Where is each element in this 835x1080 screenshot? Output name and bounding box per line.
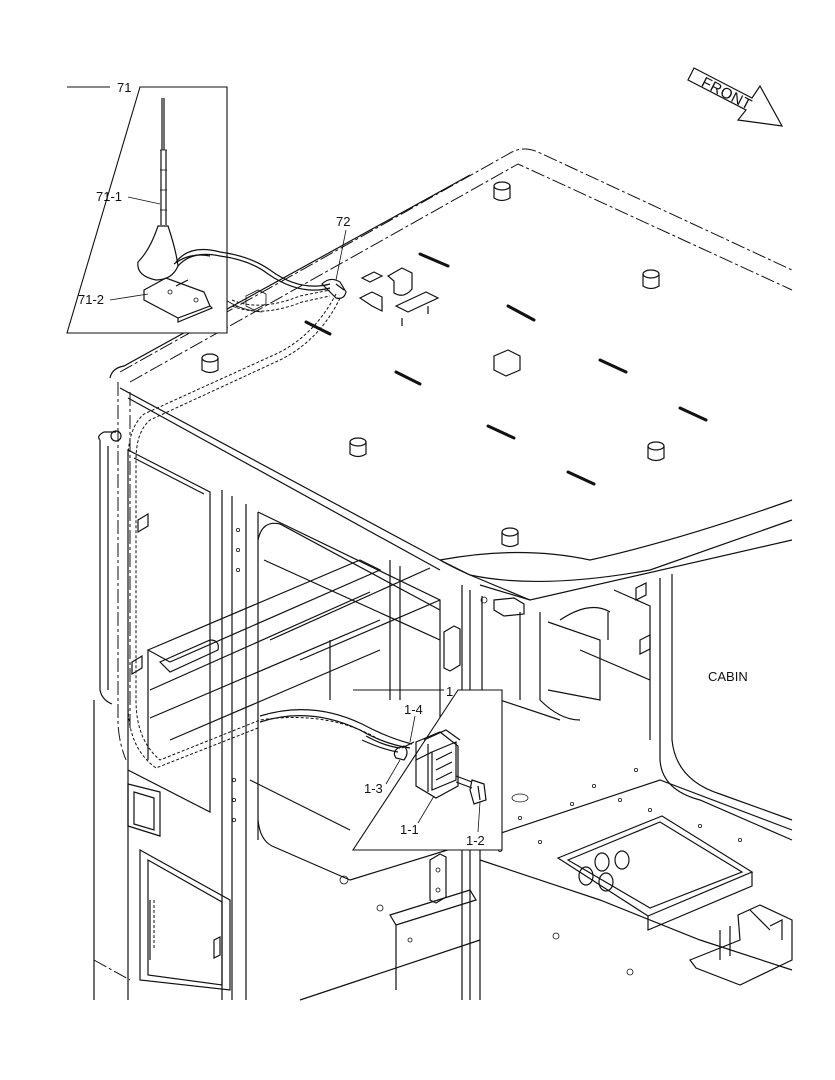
antenna-rod-label: 71-1 bbox=[96, 189, 122, 204]
roof-boss bbox=[501, 527, 519, 548]
roof-boss bbox=[201, 353, 219, 374]
cabin-frame bbox=[93, 382, 793, 1001]
antenna-cable-route bbox=[127, 289, 381, 769]
radio-part-2-label: 1-2 bbox=[466, 833, 485, 848]
roof-boss bbox=[493, 181, 511, 202]
front-direction-arrow: FRONT bbox=[687, 67, 784, 127]
radio-part-3-label: 1-3 bbox=[364, 781, 383, 796]
roof-slot bbox=[418, 252, 450, 268]
connector-label: 72 bbox=[336, 214, 350, 229]
roof-slot bbox=[678, 406, 708, 422]
cable-connector-72: 72 bbox=[321, 214, 350, 299]
radio-callout: 1 1-4 1-3 1-1 bbox=[259, 684, 503, 851]
radio-group-label: 1 bbox=[446, 684, 453, 699]
roof-slot bbox=[394, 370, 422, 386]
front-label: FRONT bbox=[699, 74, 755, 114]
antenna-rod bbox=[160, 98, 167, 225]
roof-slot bbox=[506, 304, 536, 322]
lower-door-panel bbox=[127, 783, 231, 991]
roof-slot bbox=[598, 358, 628, 374]
antenna-callout: 71 71-1 71-2 bbox=[66, 80, 331, 334]
antenna-base-label: 71-2 bbox=[78, 292, 104, 307]
cabin-roof bbox=[109, 148, 793, 601]
antenna-base bbox=[137, 225, 214, 323]
roof-slot bbox=[486, 424, 516, 440]
roof-boss bbox=[642, 269, 660, 290]
roof-boss bbox=[647, 441, 665, 462]
radio-part-4-label: 1-4 bbox=[404, 702, 423, 717]
radio-unit bbox=[415, 729, 461, 799]
floor-access-box bbox=[556, 815, 754, 931]
radio-part-1-label: 1-1 bbox=[400, 822, 419, 837]
roof-boss bbox=[349, 437, 367, 458]
radio-fuse bbox=[361, 735, 415, 761]
roof-slot bbox=[304, 320, 332, 336]
roof-slot bbox=[566, 470, 596, 486]
antenna-group-label: 71 bbox=[117, 80, 131, 95]
cabin-label: CABIN bbox=[708, 669, 748, 684]
